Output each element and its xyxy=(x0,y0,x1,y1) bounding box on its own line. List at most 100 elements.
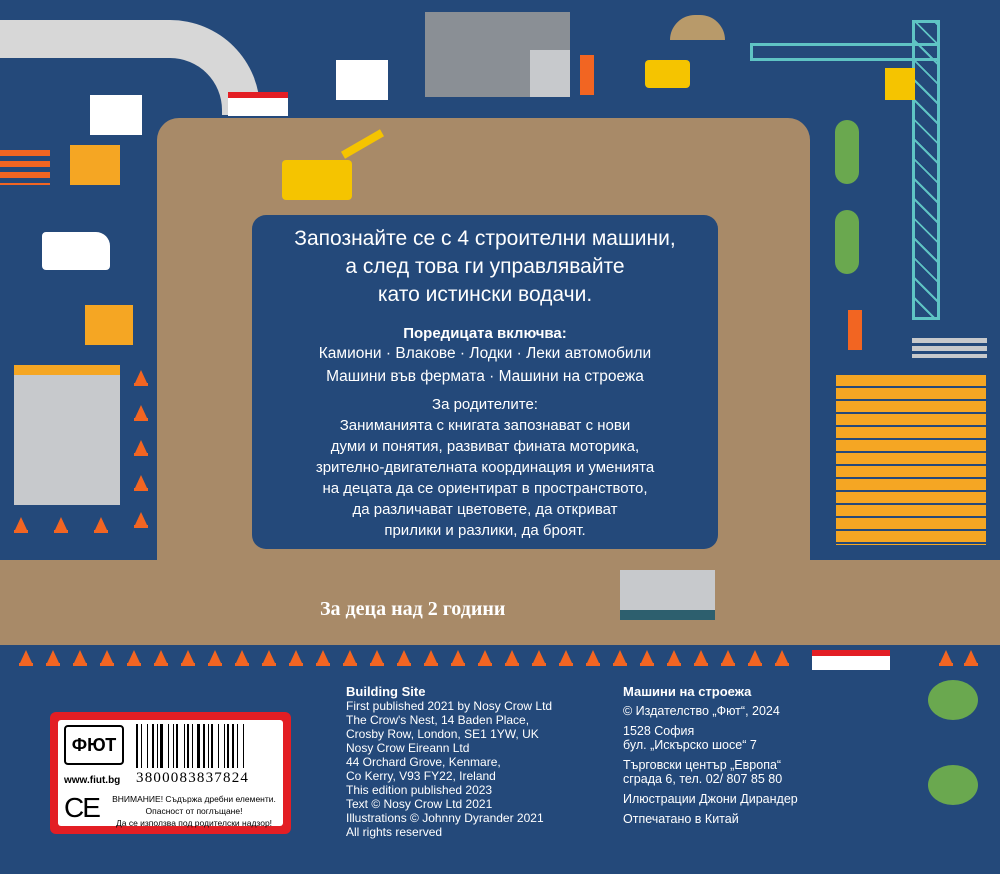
warning-line: ВНИМАНИЕ! Съдържа дребни елементи. xyxy=(112,794,276,804)
van-illustration xyxy=(42,232,110,270)
warning-text: ВНИМАНИЕ! Съдържа дребни елементи. Опасн… xyxy=(104,793,284,829)
traffic-cone-icon xyxy=(586,650,600,666)
excavator-illustration xyxy=(282,160,352,200)
traffic-cone-icon xyxy=(134,370,148,386)
pipes-illustration xyxy=(912,338,987,358)
tree-icon xyxy=(835,120,859,184)
barcode xyxy=(136,724,281,768)
barcode-bar xyxy=(160,724,163,768)
tree-icon xyxy=(928,680,978,720)
barcode-bar xyxy=(236,724,238,768)
parents-line: прилики и разлики, да броят. xyxy=(384,522,586,539)
traffic-cone-icon xyxy=(134,405,148,421)
english-title: Building Site xyxy=(346,684,426,699)
barcode-bar xyxy=(203,724,206,768)
parents-line: зрително-двигателната координация и умен… xyxy=(315,459,655,476)
warning-line: Да се използва под родителски надзор! xyxy=(115,818,273,828)
traffic-cone-icon xyxy=(640,650,654,666)
crane-cab-illustration xyxy=(885,68,915,100)
traffic-cone-icon xyxy=(134,440,148,456)
traffic-cone-icon xyxy=(208,650,222,666)
barcode-bar xyxy=(152,724,154,768)
traffic-cone-icon xyxy=(94,517,108,533)
bg-address: сграда 6, тел. 02/ 807 85 80 xyxy=(623,772,783,786)
credit-line: Crosby Row, London, SE1 1YW, UK xyxy=(346,727,539,741)
traffic-cone-icon xyxy=(181,650,195,666)
series-line: Машини във фермата · Машини на строежа xyxy=(326,368,644,385)
credit-line: First published 2021 by Nosy Crow Ltd xyxy=(346,699,553,713)
traffic-cone-icon xyxy=(775,650,789,666)
parents-title: За родителите: xyxy=(432,396,538,413)
barcode-bar xyxy=(192,724,193,768)
warning-line: Опасност от поглъщане! xyxy=(145,806,243,816)
barcode-number: 3800083837824 xyxy=(136,770,250,786)
parents-line: думи и понятия, развиват фината моторика… xyxy=(330,438,640,455)
credit-line: Co Kerry, V93 FY22, Ireland xyxy=(346,769,496,783)
traffic-cone-icon xyxy=(532,650,546,666)
traffic-cone-icon xyxy=(54,517,68,533)
barcode-bar xyxy=(187,724,190,768)
traffic-cone-icon xyxy=(397,650,411,666)
traffic-cone-icon xyxy=(343,650,357,666)
bricks-pallet-illustration xyxy=(85,305,133,345)
tree-icon xyxy=(928,765,978,805)
barcode-bar xyxy=(232,724,234,768)
credit-line: All rights reserved xyxy=(346,825,443,839)
bg-printed: Отпечатано в Китай xyxy=(623,812,739,826)
barcode-bar xyxy=(211,724,214,768)
traffic-cone-icon xyxy=(613,650,627,666)
traffic-cone-icon xyxy=(14,517,28,533)
barrier-illustration xyxy=(812,650,890,670)
bg-illustrator: Илюстрации Джони Дирандер xyxy=(623,792,798,806)
barcode-bar xyxy=(243,724,245,768)
traffic-cone-icon xyxy=(748,650,762,666)
barrier-illustration xyxy=(228,92,288,116)
pallet-illustration xyxy=(336,60,388,100)
traffic-cone-icon xyxy=(134,512,148,528)
traffic-cone-icon xyxy=(478,650,492,666)
barcode-bar xyxy=(184,724,185,768)
bg-address: 1528 София xyxy=(623,724,695,738)
bg-address: бул. „Искърско шосе“ 7 xyxy=(623,738,757,752)
barcode-bar xyxy=(196,724,200,768)
compressor-illustration xyxy=(645,60,690,88)
barcode-bar xyxy=(136,724,138,768)
bg-address: Търговски център „Европа“ xyxy=(623,758,782,772)
credit-line: Illustrations © Johnny Dyrander 2021 xyxy=(346,811,544,825)
fiut-logo: ФЮТ xyxy=(64,725,124,765)
parents-line: Заниманията с книгата запознават с нови xyxy=(339,417,631,434)
barcode-bar xyxy=(172,724,174,768)
traffic-cone-icon xyxy=(19,650,33,666)
traffic-cone-icon xyxy=(424,650,438,666)
barcode-bar xyxy=(147,724,149,768)
barcode-bar xyxy=(176,724,178,768)
road-band xyxy=(0,560,1000,645)
pallet-illustration xyxy=(90,95,142,135)
intro-line: като истински водачи. xyxy=(377,283,593,306)
traffic-cone-icon xyxy=(370,650,384,666)
concrete-spray-illustration xyxy=(530,50,570,97)
parents-line: да различават цветовете, да откриват xyxy=(352,501,618,518)
traffic-cone-icon xyxy=(154,650,168,666)
sand-pile-illustration xyxy=(670,15,725,40)
traffic-cone-icon xyxy=(451,650,465,666)
tree-icon xyxy=(835,210,859,274)
barcode-bar xyxy=(168,724,169,768)
series-line: Камиони · Влакове · Лодки · Леки автомоб… xyxy=(318,345,652,362)
bulgarian-credits: Машини на строежа © Издателство „Фют“, 2… xyxy=(623,684,798,827)
intro-line: а след това ги управлявайте xyxy=(345,255,625,278)
worker-illustration xyxy=(848,310,862,350)
website: www.fiut.bg xyxy=(64,775,121,786)
barcode-bar xyxy=(208,724,209,768)
traffic-cone-icon xyxy=(939,650,953,666)
brick-wall-illustration xyxy=(836,375,986,545)
traffic-cone-icon xyxy=(694,650,708,666)
traffic-cone-icon xyxy=(505,650,519,666)
traffic-cone-icon xyxy=(289,650,303,666)
ce-mark: CE xyxy=(64,792,101,823)
warning-sticker: ФЮТ www.fiut.bg 3800083837824 CE ВНИМАНИ… xyxy=(50,712,291,834)
traffic-cone-icon xyxy=(100,650,114,666)
traffic-cone-icon xyxy=(46,650,60,666)
traffic-cone-icon xyxy=(964,650,978,666)
bg-title: Машини на строежа xyxy=(623,684,752,699)
